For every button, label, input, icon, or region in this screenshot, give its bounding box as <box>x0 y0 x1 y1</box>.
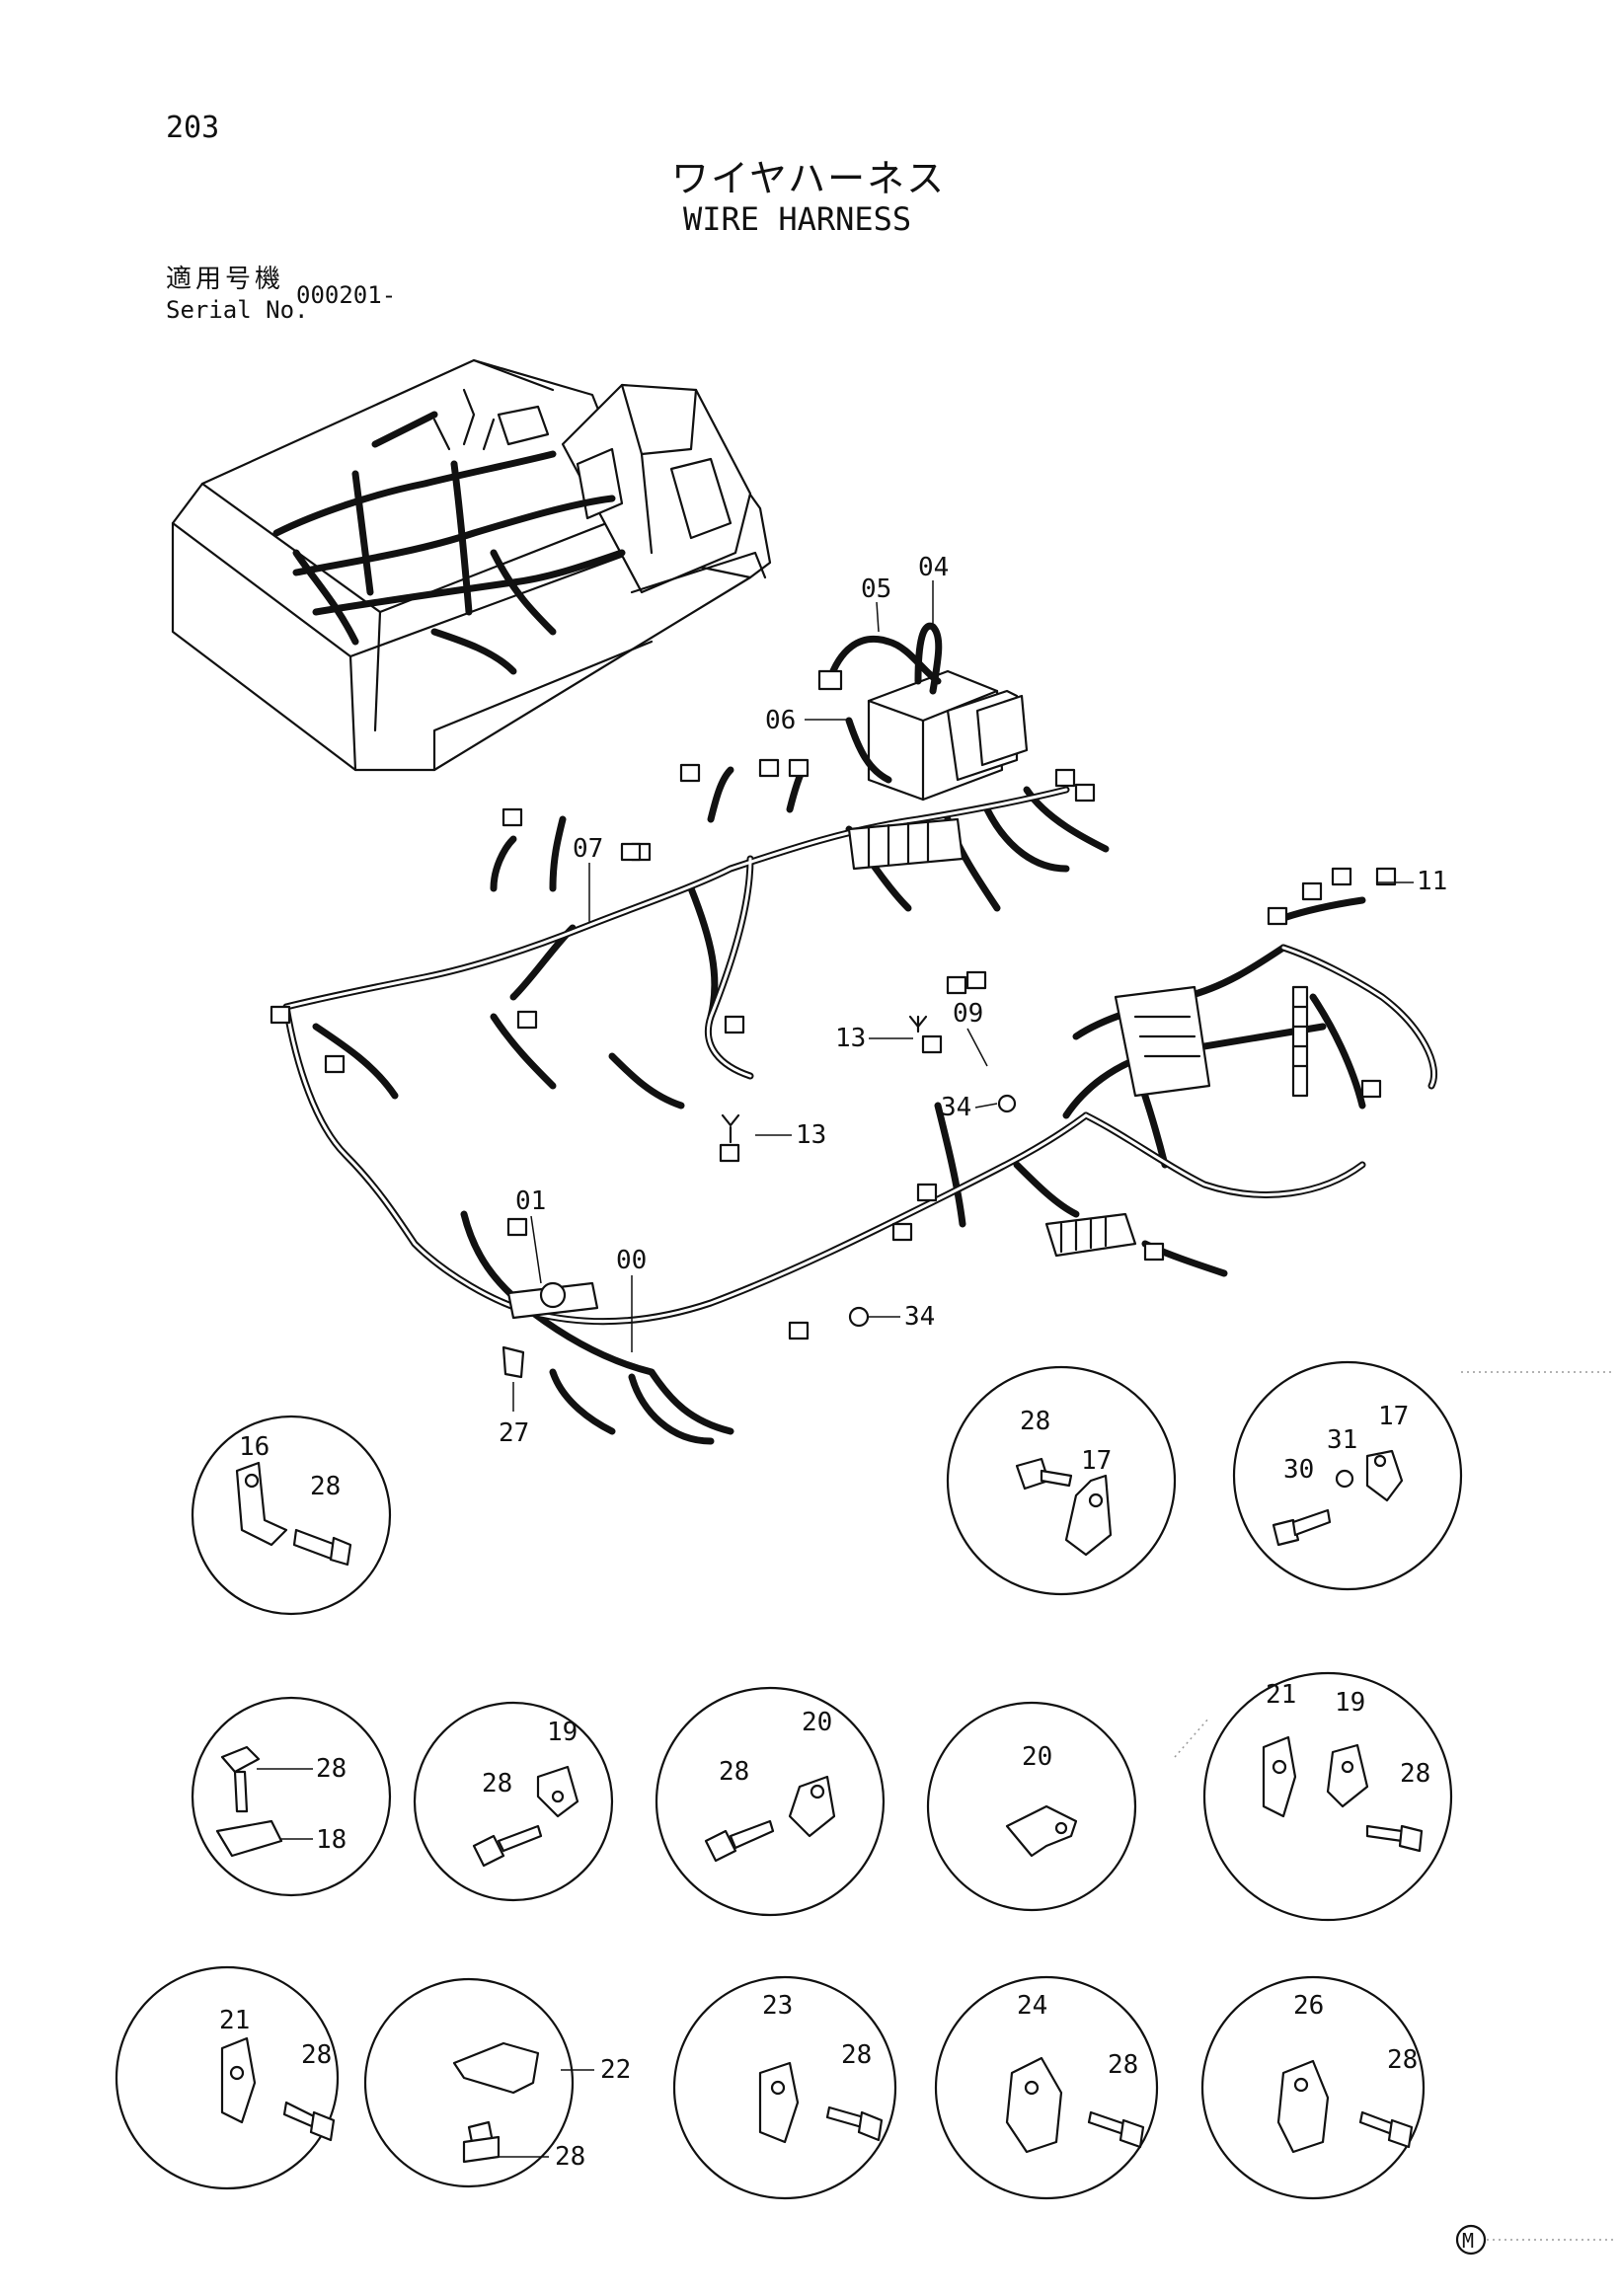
page-mark: M <box>1455 2224 1487 2256</box>
svg-text:18: 18 <box>316 1825 347 1855</box>
detail-20: 20 <box>926 1701 1137 1912</box>
svg-text:21: 21 <box>219 2006 250 2035</box>
serial-label: Serial No. <box>166 296 309 324</box>
battery-assembly <box>817 622 1029 802</box>
detail-22-28: 22 28 <box>363 1977 631 2188</box>
callout-05: 05 <box>861 574 891 604</box>
svg-text:28: 28 <box>555 2142 585 2172</box>
svg-text:28: 28 <box>301 2040 332 2070</box>
svg-text:28: 28 <box>841 2040 872 2070</box>
page-number: 203 <box>166 111 220 145</box>
detail-20-28: 20 28 <box>655 1686 886 1917</box>
svg-text:19: 19 <box>1335 1688 1365 1718</box>
svg-text:28: 28 <box>310 1472 341 1501</box>
svg-text:19: 19 <box>547 1718 578 1747</box>
detail-21-28: 21 28 <box>115 1965 340 2190</box>
callout-06: 06 <box>765 706 796 735</box>
svg-text:28: 28 <box>1020 1407 1050 1436</box>
callout-34-upper: 34 <box>941 1093 971 1122</box>
svg-text:20: 20 <box>1022 1742 1052 1772</box>
svg-text:28: 28 <box>1400 1759 1430 1789</box>
detail-28-17: 28 17 <box>946 1365 1177 1596</box>
detail-23-28: 23 28 <box>672 1975 897 2200</box>
svg-text:28: 28 <box>316 1754 347 1784</box>
svg-text:31: 31 <box>1327 1425 1357 1455</box>
svg-text:M: M <box>1462 2229 1474 2253</box>
callout-11: 11 <box>1417 867 1447 896</box>
svg-text:23: 23 <box>762 1991 793 2021</box>
machine-overview-illustration <box>171 358 772 772</box>
harness-connectors <box>270 758 1397 1379</box>
svg-text:22: 22 <box>600 2055 631 2085</box>
detail-21-19-28: 21 19 28 <box>1202 1671 1453 1922</box>
detail-26-28: 26 28 <box>1200 1975 1426 2200</box>
callout-04: 04 <box>918 553 949 582</box>
page-title: WIRE HARNESS <box>683 200 912 238</box>
callouts: 04 05 06 07 11 13 09 34 13 01 00 34 27 <box>499 553 1447 1448</box>
detail-28-18: 28 18 <box>191 1696 392 1897</box>
svg-text:28: 28 <box>1387 2045 1418 2075</box>
page-title-japanese: ワイヤハーネス <box>671 157 947 200</box>
serial-number-value: 000201- <box>296 281 397 309</box>
callout-09: 09 <box>953 999 983 1029</box>
svg-text:30: 30 <box>1283 1455 1314 1485</box>
svg-text:21: 21 <box>1266 1680 1296 1710</box>
callout-01: 01 <box>515 1186 546 1216</box>
svg-text:17: 17 <box>1378 1402 1409 1431</box>
callout-27: 27 <box>499 1418 529 1448</box>
callout-00: 00 <box>616 1246 647 1275</box>
svg-text:17: 17 <box>1081 1446 1112 1476</box>
detail-30-31-17: 30 31 17 <box>1232 1360 1463 1591</box>
svg-text:16: 16 <box>239 1432 270 1462</box>
serial-label-japanese: 適用号機 <box>166 265 285 294</box>
callout-13-lower: 13 <box>796 1120 826 1150</box>
callout-34-lower: 34 <box>904 1302 935 1332</box>
detail-19-28: 19 28 <box>413 1701 614 1902</box>
detail-24-28: 24 28 <box>934 1975 1159 2200</box>
callout-07: 07 <box>573 834 603 864</box>
svg-text:20: 20 <box>802 1708 832 1737</box>
svg-text:28: 28 <box>482 1769 512 1799</box>
svg-text:26: 26 <box>1293 1991 1324 2021</box>
wire-harness-highlight <box>284 788 1436 1324</box>
callout-13-upper: 13 <box>835 1024 866 1053</box>
detail-16-28: 16 28 <box>191 1415 392 1616</box>
svg-text:28: 28 <box>719 1757 749 1787</box>
svg-text:28: 28 <box>1108 2050 1138 2080</box>
svg-text:24: 24 <box>1017 1991 1047 2021</box>
